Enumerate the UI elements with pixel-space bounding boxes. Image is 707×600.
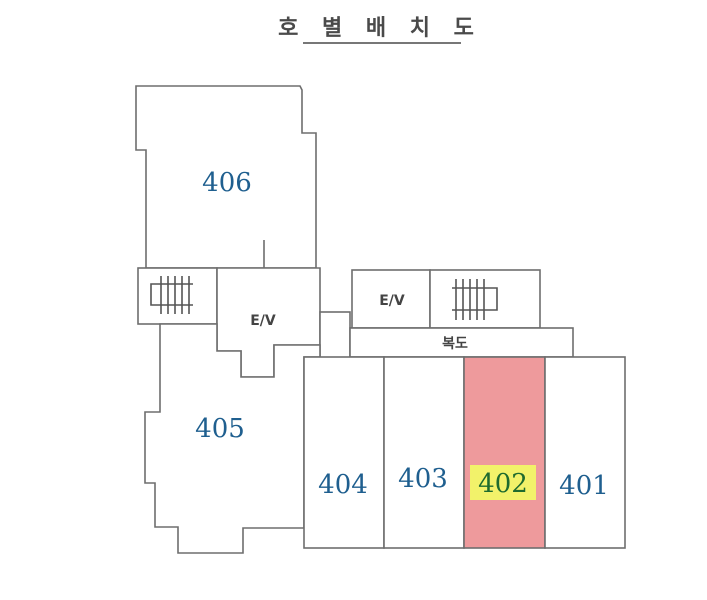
stairs-icon — [452, 279, 498, 320]
unit-402-label: 402 — [478, 469, 528, 499]
elevator-right: E/V — [351, 269, 431, 329]
unit-403-label: 403 — [398, 464, 448, 494]
unit-403[interactable]: 403 — [383, 356, 465, 549]
unit-401[interactable]: 401 — [544, 356, 626, 549]
unit-406[interactable]: 406 — [135, 85, 317, 269]
unit-401-label: 401 — [559, 471, 609, 501]
unit-406-label: 406 — [202, 168, 252, 198]
corridor-label: 복도 — [442, 336, 468, 352]
corridor: 복도 — [349, 327, 574, 358]
unit-405-label: 405 — [195, 414, 245, 444]
stairs-icon — [150, 276, 193, 314]
connector — [319, 311, 352, 359]
page-title: 호 별 배 치 도 — [278, 16, 482, 41]
unit-404-label: 404 — [318, 470, 368, 500]
unit-405[interactable]: 405 — [144, 323, 321, 554]
unit-404[interactable]: 404 — [303, 356, 385, 549]
elevator-left-label: E/V — [250, 313, 276, 329]
elevator-right-label: E/V — [379, 293, 405, 309]
unit-402-selected[interactable]: 402 — [463, 356, 546, 549]
stair-right — [429, 269, 541, 329]
selected-label-highlight — [470, 465, 536, 500]
stair-left — [137, 267, 218, 325]
title-underline — [303, 42, 461, 44]
